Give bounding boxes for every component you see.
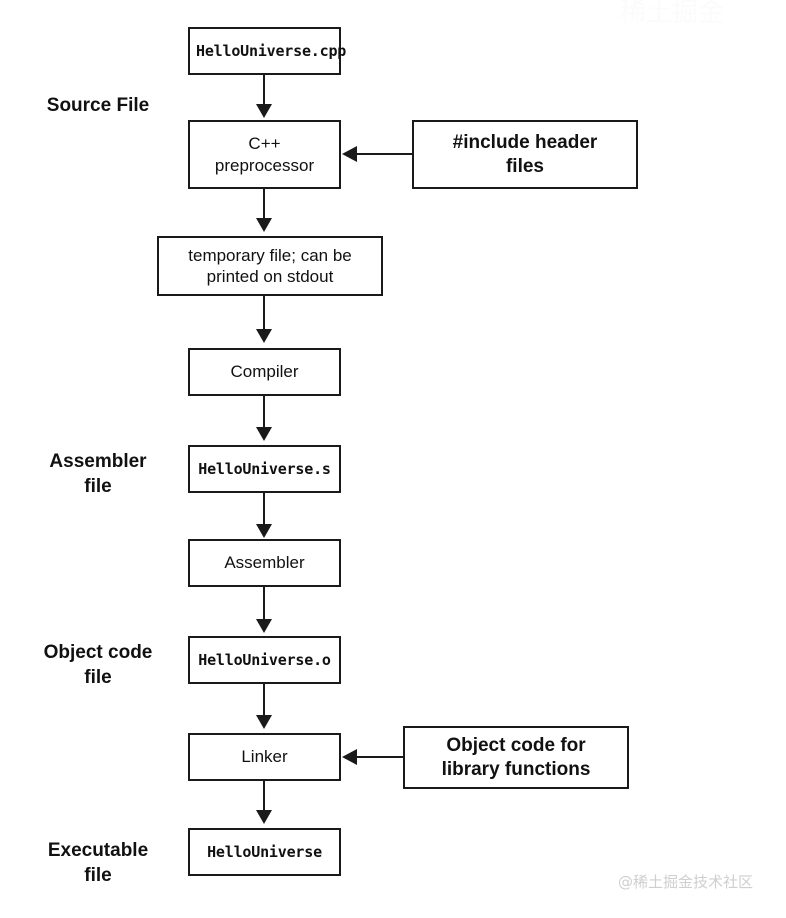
node-label-linker: Linker [241, 747, 288, 767]
node-object-code-library[interactable]: Object code for library functions [403, 726, 629, 789]
node-label-hellouniverse: HelloUniverse [207, 842, 322, 861]
node-cpp-preprocessor[interactable]: C++ preprocessor [188, 120, 341, 189]
edge-arrow-headers-to-preprocessor [342, 146, 357, 162]
edge-line-assembler-to-obj [263, 587, 265, 623]
edge-line-obj-to-linker [263, 684, 265, 719]
edge-line-cpp-to-preprocessor [263, 75, 265, 108]
watermark-top-right: 稀土掘金 [620, 0, 725, 28]
edge-line-headers-to-preprocessor [356, 153, 414, 155]
stage-label-executable-file: Executable file [47, 840, 149, 886]
node-hellouniverse-cpp[interactable]: HelloUniverse.cpp [188, 27, 347, 75]
node-label-temporary-file: temporary file; can be printed on stdout [188, 245, 352, 286]
node-label-include-header-files: #include header files [452, 131, 598, 177]
node-label-compiler: Compiler [230, 362, 299, 382]
edge-line-tempfile-to-compiler [263, 296, 265, 333]
edge-line-compiler-to-asm [263, 396, 265, 431]
edge-arrow-assembler-to-obj [256, 619, 272, 633]
edge-arrow-asm-to-assembler [256, 524, 272, 538]
node-compiler[interactable]: Compiler [188, 348, 341, 396]
node-label-hellouniverse-o: HelloUniverse.o [198, 650, 331, 669]
node-hellouniverse-o[interactable]: HelloUniverse.o [188, 636, 341, 684]
node-label-assembler: Assembler [224, 553, 305, 573]
edge-line-linker-to-exe [263, 781, 265, 814]
watermark-bottom-right: @稀土掘金技术社区 [618, 873, 754, 891]
node-include-header-files[interactable]: #include header files [412, 120, 638, 189]
node-temporary-file[interactable]: temporary file; can be printed on stdout [157, 236, 383, 296]
node-linker[interactable]: Linker [188, 733, 341, 781]
edge-line-asm-to-assembler [263, 493, 265, 528]
edge-arrow-tempfile-to-compiler [256, 329, 272, 343]
stage-label-object-code-file: Object code file [43, 642, 153, 688]
edge-arrow-preprocessor-to-tempfile [256, 218, 272, 232]
edge-line-preprocessor-to-tempfile [263, 189, 265, 222]
node-label-cpp-preprocessor: C++ preprocessor [214, 134, 315, 175]
node-label-object-code-library: Object code for library functions [441, 734, 591, 780]
stage-label-assembler-file: Assembler file [49, 451, 147, 497]
edge-arrow-cpp-to-preprocessor [256, 104, 272, 118]
stage-label-source-file: Source File [46, 95, 150, 116]
edge-arrow-compiler-to-asm [256, 427, 272, 441]
edge-arrow-obj-to-linker [256, 715, 272, 729]
node-label-hellouniverse-cpp: HelloUniverse.cpp [196, 41, 347, 60]
edge-arrow-linker-to-exe [256, 810, 272, 824]
edge-line-library-to-linker [356, 756, 405, 758]
node-hellouniverse-s[interactable]: HelloUniverse.s [188, 445, 341, 493]
node-hellouniverse[interactable]: HelloUniverse [188, 828, 341, 876]
node-label-hellouniverse-s: HelloUniverse.s [198, 459, 331, 478]
node-assembler[interactable]: Assembler [188, 539, 341, 587]
edge-arrow-library-to-linker [342, 749, 357, 765]
